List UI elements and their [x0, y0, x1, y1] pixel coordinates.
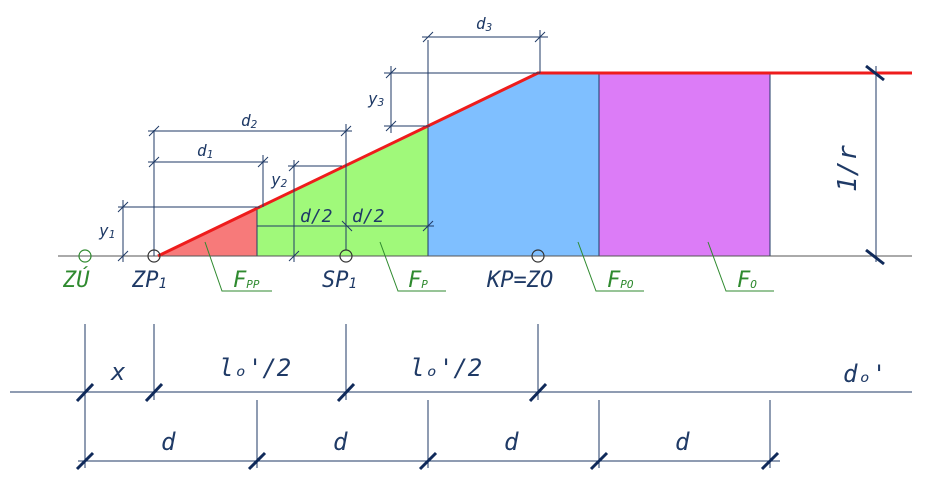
- fpp-leader: [204, 241, 272, 292]
- sp1-label: SP1: [322, 268, 357, 293]
- fpo-leader: [577, 241, 644, 292]
- dim-tick: [422, 31, 434, 43]
- sp1-point-marker: [339, 249, 353, 263]
- region-fpo: [428, 73, 599, 256]
- dim-tick: [418, 451, 438, 471]
- dim-tick: [341, 220, 353, 232]
- zu-label: ZÚ: [62, 267, 90, 293]
- d-label-c: d: [504, 428, 519, 456]
- dim-tick: [340, 125, 352, 137]
- d-label-b: d: [333, 428, 348, 456]
- dim-tick: [528, 382, 548, 403]
- fo-label: FO: [737, 268, 757, 293]
- fpo-label: FPO: [607, 268, 634, 293]
- dim-tick: [865, 248, 885, 266]
- d-half-label-a: d/2: [300, 206, 333, 227]
- d3-label: d3: [476, 14, 492, 34]
- dim-tick: [75, 451, 95, 471]
- d-label-a: d: [161, 428, 176, 456]
- d-label-d: d: [675, 428, 690, 456]
- d-half-label-b: d/2: [352, 206, 385, 227]
- y3-label: y3: [367, 89, 384, 109]
- fp-label: FP: [408, 268, 428, 293]
- x-label: x: [110, 358, 126, 386]
- dim-tick: [534, 31, 546, 43]
- dim-tick: [288, 250, 300, 262]
- kp-point-marker: [531, 249, 545, 263]
- dim-tick: [148, 156, 160, 168]
- dim-tick: [589, 451, 609, 471]
- dim-tick: [865, 64, 885, 82]
- d2-label: d2: [241, 111, 258, 131]
- lo-half-label-b: lₒ'/2: [410, 354, 482, 382]
- kp-zo-label: KP=ZO: [486, 268, 553, 293]
- d-o-label: dₒ': [843, 360, 886, 388]
- fpp-label: FPP: [233, 268, 260, 293]
- dim-tick: [117, 250, 129, 262]
- dim-tick: [422, 220, 434, 232]
- dim-tick: [760, 451, 780, 471]
- dim-tick: [288, 160, 300, 172]
- fp-leader: [379, 241, 446, 292]
- lo-half-label-a: lₒ'/2: [219, 354, 291, 382]
- dim-tick: [336, 382, 356, 403]
- dim-tick: [148, 125, 160, 137]
- region-fp: [257, 126, 428, 256]
- dim-tick: [75, 382, 95, 403]
- zu-point-marker: [78, 249, 92, 263]
- d1-label: d1: [197, 141, 213, 161]
- region-fo: [599, 73, 770, 256]
- zp1-point-marker: [147, 249, 161, 263]
- fo-leader: [707, 241, 774, 292]
- zp1-label: ZP1: [131, 268, 167, 293]
- y1-label: y1: [98, 221, 115, 241]
- one-over-r-label: 1/r: [833, 145, 863, 192]
- dim-tick: [144, 382, 164, 403]
- dim-tick: [247, 451, 267, 471]
- dim-tick: [257, 156, 269, 168]
- dim-tick: [385, 120, 397, 132]
- dim-tick: [385, 67, 397, 79]
- dim-tick: [117, 201, 129, 213]
- y2-label: y2: [270, 170, 288, 190]
